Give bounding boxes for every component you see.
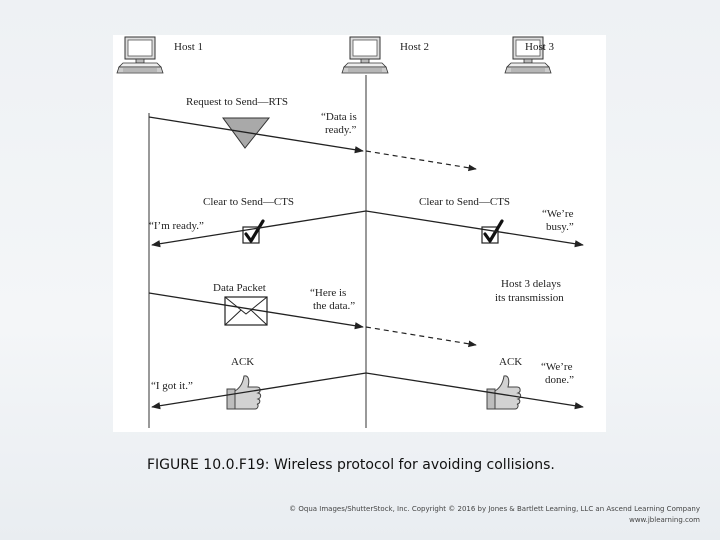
ack-label-left: ACK [231, 356, 254, 368]
computer-icon [116, 36, 164, 74]
rts-arrow [148, 116, 364, 154]
protocol-diagram: Host 1 Host 2 Host 3 Request to Send—RTS… [116, 36, 584, 428]
rts-quote-line-2: ready.” [325, 124, 356, 136]
cts-quote-left: “I’m ready.” [149, 220, 204, 232]
cts-quote-right-line-1: “We’re [542, 208, 574, 220]
cts-label-right: Clear to Send—CTS [419, 196, 510, 208]
host-3-note-line-1: Host 3 delays [501, 278, 561, 290]
ack-quote-left: “I got it.” [151, 380, 193, 392]
cts-arrow-to-host-3 [365, 210, 584, 248]
copyright-credit: © Oqua Images/ShutterStock, Inc. Copyrig… [289, 505, 700, 513]
data-arrow [148, 292, 364, 330]
rts-dashed-arrow [365, 150, 477, 172]
ack-arrow-to-host-1 [151, 372, 367, 410]
data-packet-label: Data Packet [213, 282, 266, 294]
host-2-label: Host 2 [400, 41, 429, 53]
ack-quote-right-line-2: done.” [545, 374, 574, 386]
rts-quote-line-1: “Data is [321, 111, 357, 123]
host-3-note-line-2: its transmission [495, 292, 564, 304]
data-dashed-arrow [365, 326, 477, 348]
figure-caption: FIGURE 10.0.F19: Wireless protocol for a… [147, 457, 555, 473]
ack-quote-right-line-1: “We’re [541, 361, 573, 373]
figure: Host 1 Host 2 Host 3 Request to Send—RTS… [113, 35, 606, 432]
data-quote-line-1: “Here is [310, 287, 346, 299]
cts-quote-right-line-2: busy.” [546, 221, 574, 233]
cts-arrow-to-host-1 [151, 210, 367, 248]
rts-label: Request to Send—RTS [186, 96, 288, 108]
computer-icon [341, 36, 389, 74]
host-1-label: Host 1 [174, 41, 203, 53]
data-quote-line-2: the data.” [313, 300, 355, 312]
publisher-url: www.jblearning.com [629, 516, 700, 524]
checkmark-icon [241, 219, 265, 245]
host-3-label: Host 3 [525, 41, 555, 53]
ack-label-right: ACK [499, 356, 522, 368]
cts-label-left: Clear to Send—CTS [203, 196, 294, 208]
ack-arrow-to-host-3 [365, 372, 584, 410]
